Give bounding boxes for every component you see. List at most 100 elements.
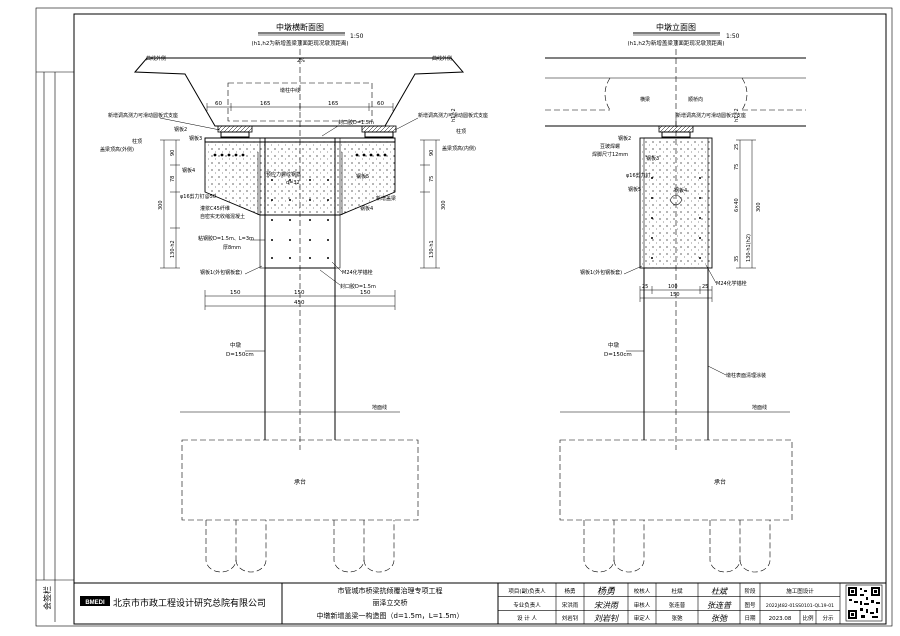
dim-elev-v130: 130-h1(h2) <box>746 234 752 262</box>
label-column-top: 柱顶 <box>132 138 142 145</box>
sidebar-label: 会签栏 <box>42 586 52 610</box>
steel-jacket <box>259 137 341 269</box>
label-pier: 中墩 <box>230 341 242 349</box>
label-elev-chem-anchor: M24化学锚栓 <box>716 280 747 287</box>
label-elev-bearing: 新增调高测力可滑动圆板式支座 <box>676 112 746 119</box>
dim-v300: 300 <box>158 200 164 210</box>
label-elev-steel-plate-3: 钢板3 <box>646 155 659 162</box>
label-steel-plate-2: 钢板2 <box>174 126 187 133</box>
company-name: 北京市市政工程设计研究总院有限公司 <box>113 597 266 609</box>
dim-elev-25a: 25 <box>642 284 648 290</box>
row2-signature: 宋洪雨 <box>594 601 620 610</box>
inner-border <box>73 13 887 625</box>
cross-section-drawing: 中墩横断面图 1:50 (h1,h2为新增盖梁顶面距现况墩顶距离) 曲线外侧 曲… <box>100 22 488 573</box>
dim-elev-h1h2: h1~2 <box>734 108 740 122</box>
logo-text: BMEDI <box>85 600 105 606</box>
elev-anchor-bolts <box>651 177 701 259</box>
row2-name: 宋洪雨 <box>562 601 579 609</box>
label-seal-glue-bottom: 封口胶D=1.5m <box>340 283 376 290</box>
row2-check-signature: 张连普 <box>707 601 732 610</box>
project-name: 市管城市桥梁抗倾覆治理专项工程 <box>338 586 443 595</box>
dim-elev-150: 150 <box>670 292 680 298</box>
label-pier-d: D=150cm <box>226 352 254 358</box>
label-cap-top-inner: 盖梁顶高(内侧) <box>442 145 476 152</box>
label-concrete-2: 自密实无收缩混凝土 <box>200 213 245 220</box>
row2-stage-label: 图号 <box>744 601 756 609</box>
box-girder <box>133 57 465 127</box>
dim-elev-v300: 300 <box>756 202 762 212</box>
dim-165-left: 165 <box>260 101 271 107</box>
dim-elev-v75: 75 <box>734 164 740 170</box>
label-pile-cap: 承台 <box>294 478 306 486</box>
row1-name: 杨勇 <box>564 587 575 595</box>
row2-check-name: 张连普 <box>669 601 686 609</box>
curb-label-left: 曲线外侧 <box>146 55 166 62</box>
elevation-drawing: 中墩立面图 1:50 (h1,h2为新增盖梁顶面距现况墩顶距离) 横梁 顺桥向 … <box>545 22 806 573</box>
label-elev-steel-plate-5: 钢板5 <box>628 186 641 193</box>
dim-v300-right: 300 <box>441 200 447 210</box>
right-scale: 1:50 <box>726 33 740 40</box>
row1-signature: 杨勇 <box>597 586 616 597</box>
piles-left <box>205 520 395 573</box>
row2-check-role: 审核人 <box>634 601 651 609</box>
row3-role: 设 计 人 <box>517 614 537 622</box>
row3-check-role: 审定人 <box>634 614 651 622</box>
row1-check-signature: 杜斌 <box>711 587 728 596</box>
row1-role: 项目(副)负责人 <box>508 587 546 595</box>
label-elev-steel-plate-1: 钢板1(外包钢板套) <box>580 269 622 276</box>
sheet-label: 分示 <box>822 614 834 622</box>
bearing-right <box>361 125 397 138</box>
label-ground-line: 地面线 <box>372 404 387 411</box>
row1-check-role: 校核人 <box>634 587 651 595</box>
label-elev-pile-cap: 承台 <box>714 478 726 486</box>
dim-h1h2-left: h1~2 <box>451 108 457 122</box>
label-cap-top-outer: 盖梁顶高(外侧) <box>100 146 134 153</box>
dim-60-left: 60 <box>215 101 222 107</box>
dim-v78: 78 <box>170 176 176 182</box>
signoff-sidebar: 会签栏 <box>36 71 74 622</box>
label-elev-shear-stud: φ16剪力钉 <box>626 172 651 179</box>
label-elev-steel-plate-2: 钢板2 <box>618 135 631 142</box>
label-elev-ground-line: 地面线 <box>752 404 767 411</box>
label-elev-steel-plate-4: 钢板4 <box>674 187 687 194</box>
dim-v130: 130-h2 <box>170 240 176 258</box>
label-elev-pier: 中墩 <box>608 341 620 349</box>
dim-60-right: 60 <box>377 101 384 107</box>
dim-elev-25b: 25 <box>702 284 708 290</box>
bearing-left-label: 新增调高测力可滑动圆板式支座 <box>108 112 178 119</box>
label-column-top-right: 柱顶 <box>456 128 466 135</box>
left-title: 中墩横断面图 <box>276 22 324 32</box>
slope-label: 2% <box>297 58 305 64</box>
label-steel-plate-5: 钢板5 <box>356 173 369 180</box>
rebar-row <box>213 153 387 157</box>
label-steel-plate-3: 钢板3 <box>189 135 202 142</box>
dim-h150-b: 150 <box>294 290 305 296</box>
dim-h150-a: 150 <box>230 290 241 296</box>
row3-stage-label: 日期 <box>744 615 756 622</box>
anchor-bolts <box>271 179 329 259</box>
piles-right <box>583 520 771 573</box>
curb-label-right: 曲线外侧 <box>432 55 452 62</box>
label-steel-plate-4-right: 钢板4 <box>360 205 373 212</box>
label-cross-beam: 横梁 <box>640 96 650 103</box>
dim-v90: 90 <box>170 150 176 156</box>
row1-stage-value: 施工图设计 <box>786 587 814 595</box>
dim-h150-c: 150 <box>360 290 371 296</box>
label-seal-glue-top: 封口胶D=1.5m <box>338 119 374 126</box>
label-surface-coat: 墩柱表面清理涂装 <box>726 372 766 379</box>
pile-cap <box>181 439 419 521</box>
dim-v75-right: 75 <box>429 176 435 182</box>
label-elev-pier-d: D=150cm <box>604 352 632 358</box>
label-new-cap: 新增盖梁 <box>376 195 396 202</box>
drawing-name: 中墩新增盖梁一构造图（d=1.5m，L=1.5m） <box>317 611 464 620</box>
dim-v130-right: 130-h1 <box>429 240 435 258</box>
label-chem-anchor: M24化学锚栓 <box>342 269 373 276</box>
company-logo <box>80 596 110 606</box>
bearing-right-label: 新增调高测力可滑动圆板式支座 <box>418 112 488 119</box>
label-concrete-1: 灌浆C45纤维 <box>200 205 230 212</box>
label-glue: 粘钢胶D=1.5m、L=3m <box>198 235 254 242</box>
row3-name: 刘岩钊 <box>562 614 579 622</box>
right-title: 中墩立面图 <box>656 22 696 32</box>
label-glue-thickness: 厚8mm <box>223 245 241 251</box>
ratio-label: 比例 <box>802 614 814 622</box>
